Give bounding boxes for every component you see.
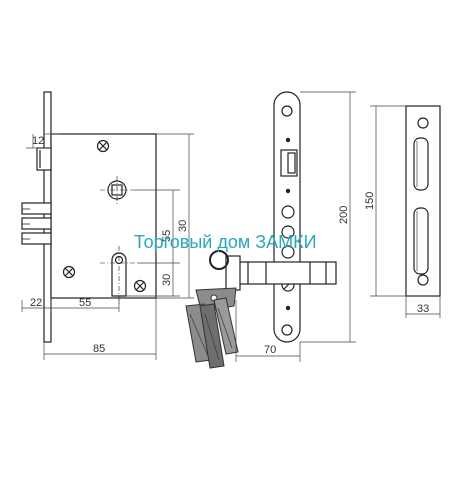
- faceplate-bolt-2: [281, 225, 295, 239]
- latch-block: [36, 147, 52, 171]
- faceplate-bolt-1: [281, 205, 295, 219]
- screw-bottom: [62, 265, 76, 279]
- screw-top: [96, 139, 110, 153]
- lock-side-view: [21, 91, 157, 343]
- dim-label-200: 200: [338, 206, 350, 224]
- key-blade-3: [213, 297, 239, 355]
- faceplate-hole-bottom: [281, 324, 293, 336]
- faceplate-front-view: [225, 91, 337, 343]
- strike-plate-view: [405, 105, 441, 297]
- watermark-text: Торговый дом ЗАМКИ: [134, 232, 317, 252]
- dim-label-30-lower: 30: [161, 274, 173, 286]
- keys-icon: [185, 250, 239, 369]
- faceplate-strip: [43, 91, 52, 343]
- bolt-1: [21, 202, 52, 215]
- dim-label-55-horizontal: 55: [79, 297, 91, 309]
- dim-label-70: 70: [264, 344, 276, 356]
- faceplate-bolt-3: [281, 245, 295, 259]
- strike-hole-bottom: [417, 274, 429, 286]
- right-dimensions: [370, 105, 441, 318]
- key-ring: [209, 250, 229, 270]
- dim-label-30-outer: 30: [177, 220, 189, 232]
- faceplate-hole-top: [281, 105, 293, 117]
- left-dimensions: [21, 133, 194, 360]
- dim-label-12: 12: [32, 135, 44, 147]
- strike-hole-top: [417, 117, 429, 129]
- cylinder-body: [237, 261, 337, 285]
- bolt-2: [21, 217, 52, 230]
- bolt-3: [21, 232, 52, 245]
- strike-slot-top: [413, 137, 429, 191]
- strike-slot-bottom: [413, 207, 429, 275]
- cylinder-profile: [111, 252, 127, 297]
- dim-label-33: 33: [417, 303, 429, 315]
- middle-dimensions: [235, 91, 356, 362]
- dim-label-150: 150: [364, 192, 376, 210]
- dim-label-55-vertical: 55: [161, 230, 173, 242]
- dim-label-22: 22: [30, 297, 42, 309]
- dim-label-85: 85: [93, 343, 105, 355]
- screw-right: [133, 279, 147, 293]
